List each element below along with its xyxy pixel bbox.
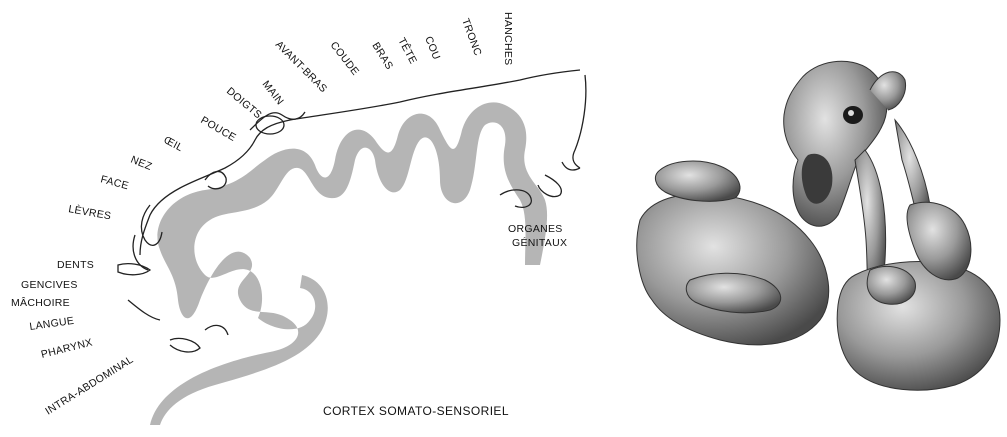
diagram-caption: CORTEX SOMATO-SENSORIEL	[323, 404, 509, 418]
label-bras: BRAS	[369, 40, 395, 72]
label-gencives: GENCIVES	[21, 279, 78, 291]
label-tete: TÊTE	[395, 35, 420, 66]
right-hand	[837, 262, 1000, 391]
left-hand	[637, 194, 829, 345]
cortex-ribbon	[150, 102, 547, 425]
label-main: MAIN	[260, 78, 286, 107]
label-oeil: ŒIL	[162, 134, 185, 154]
label-genitaux: GÉNITAUX	[512, 236, 567, 249]
label-intra-abdominal: INTRA-ABDOMINAL	[43, 354, 135, 418]
label-langue: LANGUE	[29, 315, 75, 333]
sensory-homunculus-figure	[637, 61, 1000, 390]
label-machoire: MÂCHOIRE	[11, 296, 70, 309]
label-tronc: TRONC	[459, 17, 484, 58]
label-cou: COU	[422, 35, 442, 62]
label-pouce: POUCE	[199, 114, 239, 144]
label-coude: COUDE	[328, 39, 362, 77]
label-hanches: HANCHES	[502, 12, 514, 65]
label-levres: LÈVRES	[67, 202, 112, 222]
label-avant-bras: AVANT-BRAS	[273, 39, 330, 96]
label-organes: ORGANES	[508, 223, 563, 235]
label-doigts: DOIGTS	[224, 85, 264, 121]
label-pharynx: PHARYNX	[40, 337, 94, 361]
label-nez: NEZ	[129, 154, 154, 173]
label-dents: DENTS	[57, 259, 94, 271]
label-face: FACE	[99, 173, 130, 192]
